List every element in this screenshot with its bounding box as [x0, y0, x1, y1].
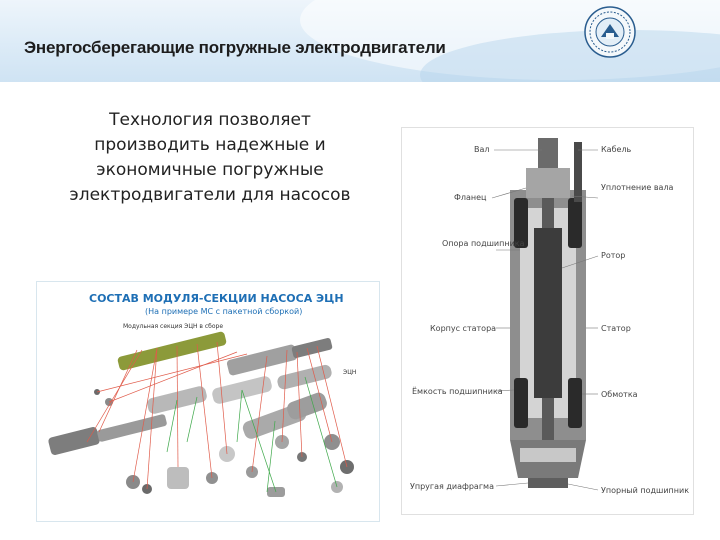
pump-module-drawing: СОСТАВ МОДУЛЯ-СЕКЦИИ НАСОСА ЭЦН (На прим… [48, 292, 356, 497]
label-obmotka: Обмотка [601, 390, 638, 399]
diagram-callout: ЭЦН [343, 369, 356, 376]
label-flanec: Фланец [454, 193, 487, 202]
body-line: экономичные погружные [96, 160, 324, 180]
body-line: производить надежные и [94, 135, 326, 155]
label-kabel: Кабель [601, 145, 632, 154]
pump-module-diagram: СОСТАВ МОДУЛЯ-СЕКЦИИ НАСОСА ЭЦН (На прим… [36, 281, 380, 522]
green-leader-lines [166, 376, 338, 493]
university-emblem-icon [584, 6, 636, 58]
label-uplotnenie: Уплотнение вала [601, 183, 674, 192]
label-diafragma: Упругая диафрагма [410, 482, 494, 491]
label-korpus: Корпус статора [430, 324, 496, 333]
motor-drawing: Вал Кабель Фланец Уплотнение вала Опора … [410, 138, 689, 495]
label-opora: Опора подшипника [442, 239, 525, 248]
pump-section [48, 414, 167, 455]
motor-cross-section: Вал Кабель Фланец Уплотнение вала Опора … [401, 127, 694, 515]
label-emkost: Ёмкость подшипника [412, 386, 503, 396]
body-line: Технология позволяет [109, 110, 311, 130]
label-stator: Статор [601, 324, 631, 333]
slide-body-text: Технология позволяет производить надежны… [30, 108, 390, 208]
label-rotor: Ротор [601, 251, 625, 260]
motor-leader-lines [491, 149, 599, 491]
body-line: электродвигатели для насосов [69, 185, 351, 205]
assembled-module [117, 331, 333, 376]
small-parts [94, 389, 354, 497]
label-upornyi: Упорный подшипник [601, 486, 689, 495]
stage-parts [147, 364, 332, 439]
diagram-title: СОСТАВ МОДУЛЯ-СЕКЦИИ НАСОСА ЭЦН [89, 292, 344, 305]
diagram-subtitle: (На примере МС с пакетной сборкой) [145, 307, 302, 316]
red-leader-lines [86, 341, 348, 490]
slide-title: Энергосберегающие погружные электродвига… [24, 38, 446, 57]
motor-housing [510, 138, 586, 488]
diagram-callout: Модульная секция ЭЦН в сборе [123, 323, 223, 330]
label-val: Вал [474, 145, 490, 154]
